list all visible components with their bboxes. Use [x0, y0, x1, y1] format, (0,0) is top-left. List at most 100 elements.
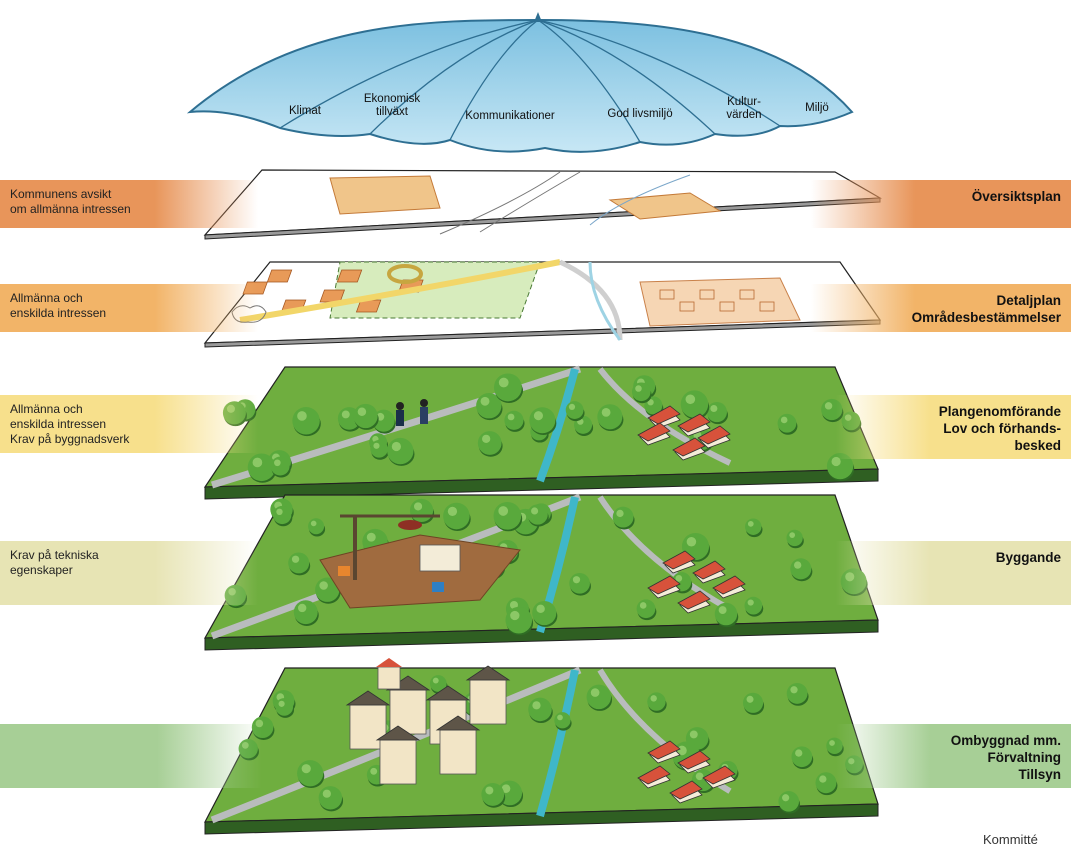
plan-area-2: [608, 192, 722, 220]
construction-building: [419, 544, 461, 572]
tree-highlight: [391, 441, 401, 452]
tree-highlight: [531, 507, 539, 515]
tree-highlight: [782, 794, 790, 802]
tree-highlight: [590, 688, 600, 697]
apartment-roof: [425, 685, 471, 701]
tree-highlight: [480, 396, 490, 406]
tree-highlight: [252, 457, 263, 468]
tree: [370, 440, 388, 458]
layer-byggande-edge: [204, 619, 879, 651]
detail-road-grey: [558, 259, 623, 341]
person-2-head: [420, 399, 428, 407]
detail-road-yellow: [239, 259, 561, 323]
layer-byggande-side-road: [597, 495, 732, 613]
umbrella-tip: [534, 12, 542, 22]
tree-highlight: [485, 786, 494, 795]
umbrella-rib: [537, 19, 641, 143]
layer-5-left-band: [0, 724, 262, 788]
layer-plangenomforande-river: [536, 367, 579, 483]
tree: [273, 505, 292, 525]
tree: [505, 606, 533, 634]
container-orange: [338, 566, 350, 576]
tree-highlight: [301, 764, 311, 774]
construction-site: [319, 534, 521, 609]
tree-highlight: [747, 599, 754, 606]
tree: [631, 382, 651, 402]
tree: [597, 404, 623, 430]
detail-plot: [679, 301, 695, 312]
detail-plot: [739, 289, 755, 300]
tree: [786, 529, 803, 547]
tree-highlight: [819, 775, 827, 783]
umbrella-label-miljo: Miljö: [805, 102, 829, 114]
layer-4-left-line-1: Krav på tekniska: [10, 548, 99, 562]
layer-3-left-line-3: Krav på byggnadsverk: [10, 432, 130, 446]
tree-highlight: [413, 502, 423, 511]
house-roof: [647, 575, 681, 595]
tree-highlight: [793, 561, 802, 569]
tree: [778, 791, 800, 812]
tree-highlight: [557, 714, 563, 721]
house-roof: [697, 425, 731, 445]
tree-highlight: [498, 377, 509, 388]
house-roof: [712, 575, 746, 595]
tree-highlight: [780, 416, 788, 424]
tree: [297, 760, 324, 787]
layer-4-right-band: Byggande: [836, 541, 1071, 605]
umbrella-label-god-livsmiljo: God livsmiljö: [607, 108, 673, 120]
layer-1-title: Översiktsplan: [971, 189, 1061, 204]
umbrella-rib: [537, 19, 716, 135]
tree: [790, 558, 812, 580]
apartment-wall: [389, 689, 427, 735]
tree: [477, 431, 502, 455]
umbrella-canopy: [186, 12, 854, 153]
tree-highlight: [568, 403, 576, 411]
detail-plot: [699, 289, 715, 300]
tree-highlight: [747, 520, 754, 527]
tree-highlight: [795, 749, 803, 757]
umbrella-label-kulturvarden: Kultur-värden: [726, 96, 762, 121]
plan-area-1: [329, 175, 441, 215]
plan-river: [589, 174, 691, 226]
tree-highlight: [650, 695, 657, 702]
house-roof: [692, 560, 726, 580]
layer-3-left-line-1: Allmänna och: [10, 402, 83, 416]
tree: [529, 407, 556, 434]
layer-5-right-band: Ombyggnad mm. Förvaltning Tillsyn: [836, 724, 1071, 788]
tree: [318, 786, 343, 810]
layer-5-title-3: Tillsyn: [1018, 767, 1061, 782]
tree-highlight: [710, 404, 718, 413]
layer-1-left-band: Kommunens avsikt om allmänna intressen: [0, 180, 258, 228]
tree-highlight: [647, 399, 654, 406]
tree-highlight: [829, 740, 835, 746]
tree: [528, 697, 552, 722]
tree: [714, 602, 738, 626]
layer-ombyggnad-edge: [204, 803, 879, 835]
tree: [791, 746, 813, 768]
layer-2-left-line-1: Allmänna och: [10, 291, 83, 305]
person-2-body: [420, 407, 428, 424]
layer-3-left-line-2: enskilda intressen: [10, 417, 107, 431]
credit-text: Kommitté: [983, 832, 1038, 847]
person-1-body: [396, 410, 404, 426]
tree: [706, 401, 727, 423]
layer-byggande: [203, 493, 879, 651]
layer-3-left-band: Allmänna och enskilda intressen Krav på …: [0, 395, 258, 453]
tree: [680, 390, 709, 418]
layer-1-right-band: Översiktsplan: [811, 180, 1071, 228]
apartment-wall: [379, 739, 417, 785]
umbrella-label-kommunikationer: Kommunikationer: [465, 110, 555, 122]
container-blue: [432, 582, 444, 592]
tree: [554, 712, 571, 729]
tree-highlight: [276, 508, 283, 516]
apartment-small-roof: [376, 658, 402, 667]
layer-3-title-3: besked: [1014, 438, 1061, 453]
tree: [493, 501, 522, 530]
tree: [527, 504, 548, 525]
tree: [308, 518, 325, 535]
tree-highlight: [341, 410, 350, 419]
tree-highlight: [501, 784, 511, 793]
house-roof: [702, 765, 736, 785]
tree-highlight: [532, 701, 541, 710]
